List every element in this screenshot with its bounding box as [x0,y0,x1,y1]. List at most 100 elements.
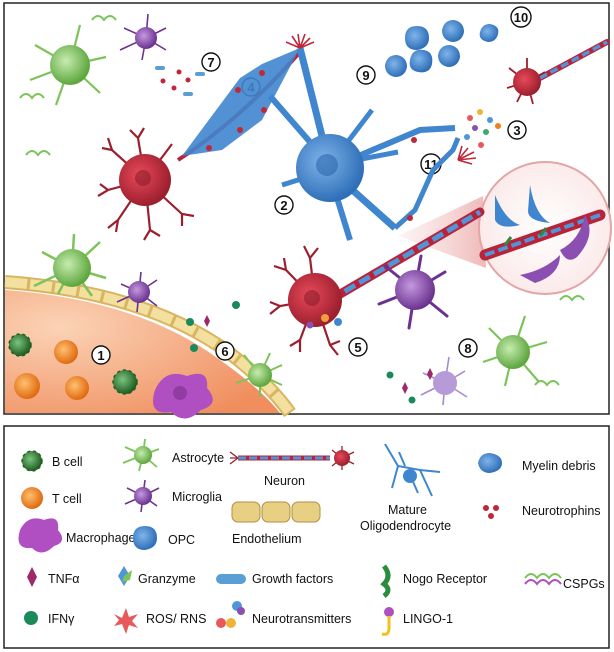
legend-label: LINGO-1 [403,612,453,626]
marker-2: 2 [274,195,294,215]
legend-item-myelin-debris: Myelin debris [478,453,596,473]
astrocyte-icon [122,438,160,472]
legend-label: Endothelium [232,532,302,546]
axon-terminal-top [285,33,315,49]
legend-item-b-cell: B cell [21,450,83,472]
t-cell [14,373,40,399]
marker-9: 9 [356,65,376,85]
b-cell [112,369,138,395]
neuron-center [269,245,342,356]
growth-factors-cluster [155,66,205,96]
marker-label: 3 [513,123,520,138]
legend-label: Neurotransmitters [252,612,351,626]
t-cell [65,376,89,400]
opc-icon [133,526,157,550]
axon-top-right [537,39,610,81]
legend-label: Astrocyte [172,451,224,465]
lingo-1-icon [381,607,394,636]
marker-1: 1 [91,345,111,365]
microglia-left [116,271,158,313]
marker-label: 7 [207,55,214,70]
legend-label: Oligodendrocyte [360,519,451,533]
legend-item-astrocyte: Astrocyte [122,438,224,472]
legend-item-neuron: Neuron [229,446,355,488]
b-cell [8,333,32,357]
ifn-gamma-icon [24,611,38,625]
axon-terminal-right [457,145,477,165]
marker-label: 8 [464,341,471,356]
astrocyte-on-vessel [33,233,107,297]
b-cell-icon [21,450,43,472]
legend-label: OPC [168,533,195,547]
macrophage [153,373,213,419]
legend-item-endothelium: Endothelium [231,501,321,546]
microglia-center-right [377,254,449,330]
legend-label: IFNγ [48,612,75,626]
legend-panel [3,425,610,649]
legend-item-opc: OPC [133,526,195,550]
astrocyte-top-left [29,24,107,106]
endothelium-icon [231,501,321,523]
legend-label: Neuron [264,474,305,488]
legend-label: B cell [52,455,83,469]
endothelium-layer [4,275,296,418]
mature-oligodendrocyte [182,47,461,241]
neurotrophins-cluster [160,69,191,91]
legend-item-growth-factors: Growth factors [216,572,333,586]
neurotransmitters-icon [216,601,245,628]
macrophage-icon [18,518,63,553]
legend-item-neurotransmitters: Neurotransmitters [216,601,351,628]
marker-label: 10 [514,10,528,25]
growth-factors-icon [216,574,246,584]
neuron-left [97,127,195,241]
ifn-gamma-cluster [186,301,416,404]
ros-rns-icon [114,608,138,634]
marker-label: 6 [221,344,228,359]
granzyme-icon [118,566,132,586]
marker-label: 9 [362,68,369,83]
nogo-receptor-icon [380,564,391,598]
astrocyte-bottom [235,352,283,397]
legend-label: ROS/ RNS [146,612,206,626]
marker-5: 5 [348,337,368,357]
marker-8: 8 [458,338,478,358]
neurotransmitters-cluster [464,109,501,148]
legend-label: Nogo Receptor [403,572,487,586]
marker-7: 7 [201,52,221,72]
legend-item-microglia: Microglia [124,479,222,513]
legend-item-mature-oligodendrocyte: Mature Oligodendrocyte [360,443,451,533]
legend-item-tnf-alpha: TNFα [27,567,80,587]
legend-label: TNFα [48,572,80,586]
legend-item-macrophage: Macrophage [18,518,136,553]
myelin-debris-icon [478,453,502,473]
legend-label: Neurotrophins [522,504,601,518]
legend-item-t-cell: T cell [21,487,82,509]
legend-item-cspgs: CSPGs [524,573,605,591]
legend-item-lingo-1: LINGO-1 [381,607,453,636]
legend-item-ros-rns: ROS/ RNS [114,608,206,634]
cspgs-icon [524,573,562,586]
marker-label: 1 [97,348,104,363]
legend-label: Mature [388,503,427,517]
cspgs-cluster [19,15,585,387]
marker-label: 5 [354,340,361,355]
legend-item-ifn-gamma: IFNγ [24,611,75,626]
axon-myelinated [325,207,485,305]
tnf-alpha-icon [27,567,37,587]
tnf-alpha-cluster [204,315,433,394]
marker-6: 6 [215,341,235,361]
legend-label: Growth factors [252,572,333,586]
legend-item-nogo-receptor: Nogo Receptor [380,564,487,598]
legend-label: Myelin debris [522,459,596,473]
neuron-top-right [506,58,546,105]
legend-label: CSPGs [563,577,605,591]
mature-oligodendrocyte-icon [384,443,441,497]
legend-label: Granzyme [138,572,196,586]
zoom-inset [478,161,612,295]
legend-item-neurotrophins: Neurotrophins [483,504,601,519]
microglia-top [119,13,167,61]
t-cell-icon [21,487,43,509]
legend-item-granzyme: Granzyme [118,566,196,586]
marker-3: 3 [507,120,527,140]
